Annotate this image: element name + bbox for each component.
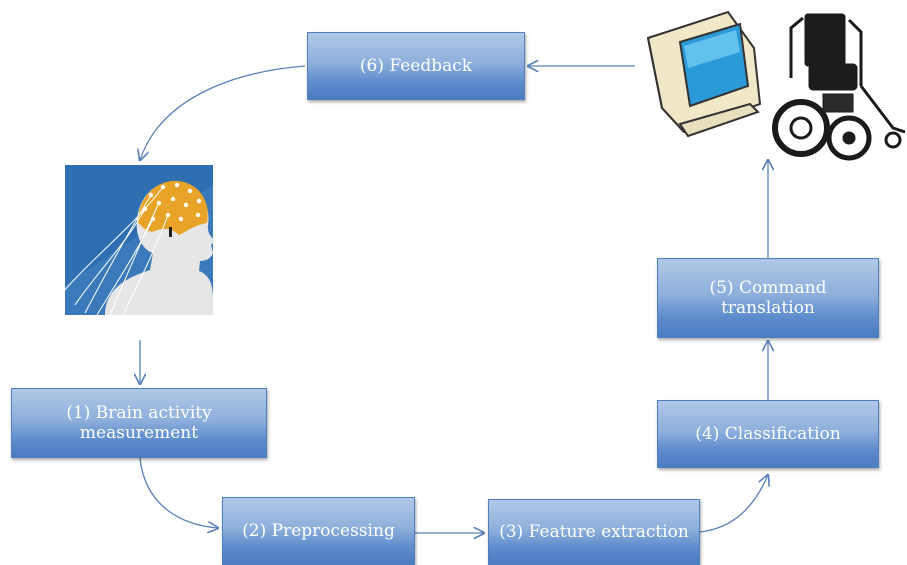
step-2-label: (2) Preprocessing [242, 521, 395, 541]
arrow-step3-to-step4 [699, 475, 768, 533]
step-3-label: (3) Feature extraction [499, 522, 689, 542]
step-brain-activity-measurement: (1) Brain activity measurement [11, 388, 267, 458]
step-classification: (4) Classification [657, 400, 879, 468]
arrow-step1-to-step2 [139, 457, 218, 528]
step-feedback: (6) Feedback [307, 32, 525, 100]
step-command-translation: (5) Command translation [657, 258, 879, 338]
step-feature-extraction: (3) Feature extraction [488, 499, 700, 565]
step-4-label: (4) Classification [695, 424, 841, 444]
step-6-label: (6) Feedback [359, 56, 473, 76]
step-1-label: (1) Brain activity measurement [66, 403, 212, 443]
step-5-label: (5) Command translation [709, 278, 827, 318]
arrow-step6-to-head [140, 65, 306, 160]
step-preprocessing: (2) Preprocessing [222, 497, 415, 565]
